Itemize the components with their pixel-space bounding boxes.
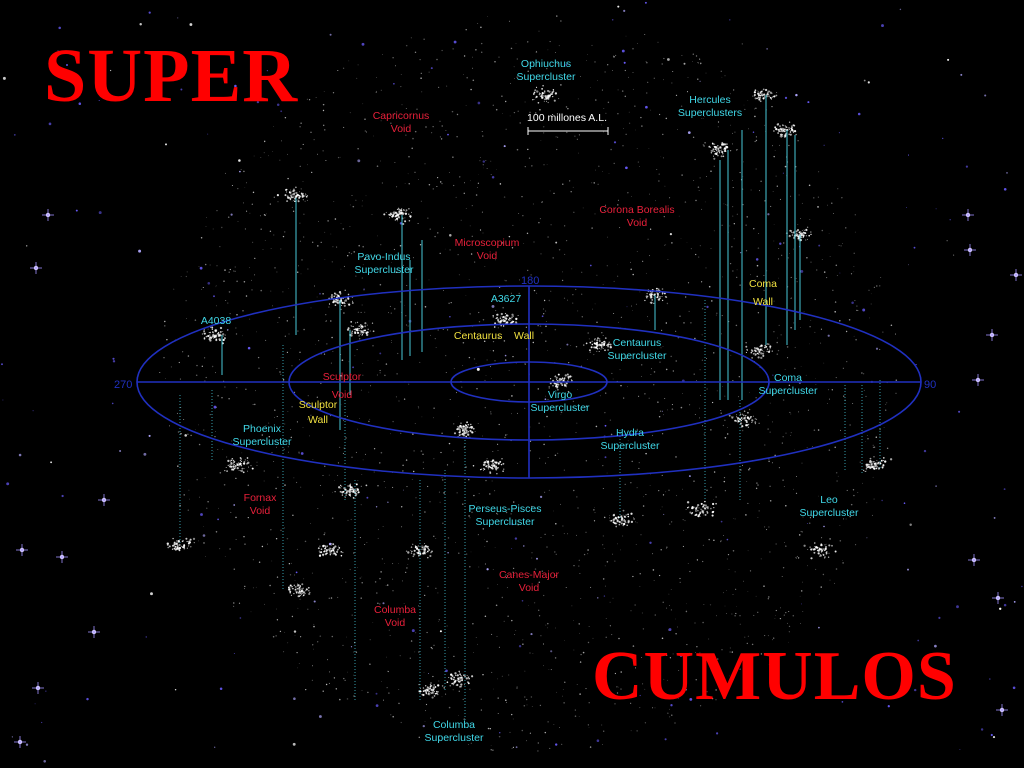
scale-bar — [527, 127, 609, 135]
label-hydra-supercluster: Hydra Supercluster — [600, 427, 660, 452]
galaxy-dots — [159, 15, 898, 752]
label-fornax-void: Fornax Void — [243, 492, 277, 517]
label-canes-major-void: Canes-Major Void — [498, 569, 560, 594]
label-a3627: A3627 — [490, 293, 522, 305]
scale-bar-label: 100 millones A.L. — [527, 112, 607, 124]
label-sculptor-void: Sculptor Void — [322, 371, 362, 401]
label-sculptor-wall: Sculptor Wall — [298, 399, 338, 426]
title-cumulos: CUMULOS — [592, 638, 957, 715]
ring-angle-left: 270 — [114, 379, 132, 391]
label-centaurus-supercluster: Centaurus Supercluster — [607, 337, 667, 362]
label-columba-supercluster: Columba Supercluster — [424, 719, 484, 744]
label-perseus-pisces-supercluster: Perseus-Pisces Supercluster — [468, 503, 542, 528]
label-columba-void: Columba Void — [373, 604, 417, 629]
ring-angle-right: 90 — [924, 379, 936, 391]
label-a4038: A4038 — [200, 315, 232, 327]
label-microscopium-void: Microscopium Void — [454, 237, 520, 262]
label-leo-supercluster: Leo Supercluster — [799, 494, 859, 519]
label-phoenix-supercluster: Phoenix Supercluster — [232, 423, 292, 448]
label-virgo-supercluster: Virgo Supercluster — [530, 389, 590, 414]
distance-rings — [136, 285, 922, 479]
label-coma-wall: Coma Wall — [748, 278, 778, 308]
label-coma-supercluster: Coma Supercluster — [758, 372, 818, 397]
ring-angle-top: 180 — [521, 275, 539, 287]
label-corona-borealis-void: Corona Borealis Void — [599, 204, 675, 229]
title-super: SUPER — [44, 34, 299, 118]
label-pavo-indus-supercluster: Pavo-Indus Supercluster — [354, 251, 414, 276]
label-centaurus-wall: Centaurus Wall — [453, 330, 535, 342]
label-hercules-superclusters: Hercules Superclusters — [677, 94, 743, 119]
label-ophiuchus-supercluster: Ophiuchus Supercluster — [516, 58, 576, 83]
label-capricornus-void: Capricornus Void — [372, 110, 430, 135]
